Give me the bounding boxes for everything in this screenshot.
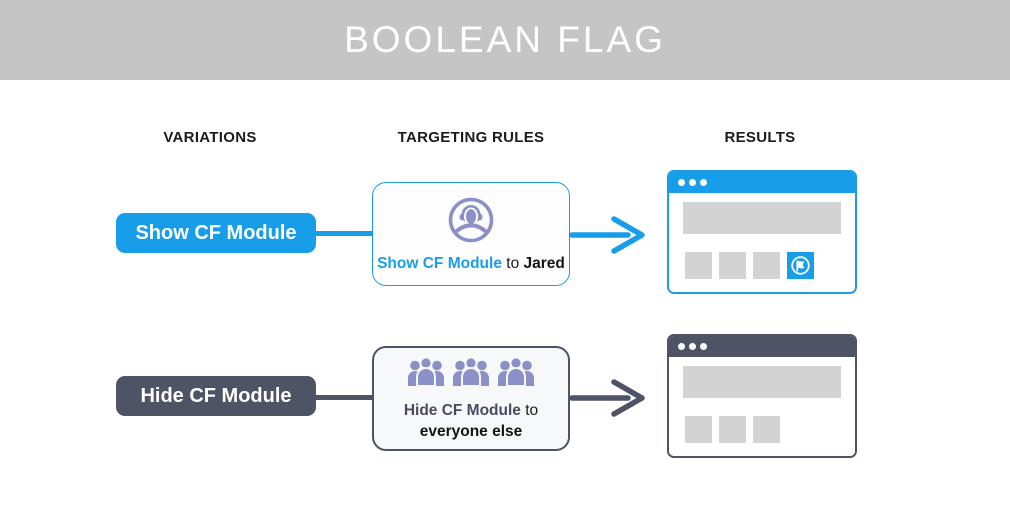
column-header-variations: VARIATIONS: [163, 129, 257, 146]
window-control-dot: [700, 179, 707, 186]
rule-flag-name: Show CF Module: [377, 254, 502, 272]
window-control-dot: [689, 179, 696, 186]
browser-titlebar: [669, 336, 855, 357]
rule-audience: Jared: [523, 254, 565, 272]
hide-cf-module-button: Hide CF Module: [116, 376, 316, 416]
rule-text: Show CF Module to Jared: [377, 253, 565, 274]
window-control-dot: [689, 343, 696, 350]
column-header-targeting-rules: TARGETING RULES: [397, 129, 545, 146]
placeholder-tile: [753, 252, 780, 279]
tile-row: [685, 252, 814, 279]
connector-line: [316, 395, 373, 400]
show-cf-module-button: Show CF Module: [116, 213, 316, 253]
rule-connector-word: to: [525, 402, 539, 419]
tile-row: [685, 416, 787, 443]
rule-connector-word: to: [506, 254, 520, 272]
placeholder-tile: [685, 416, 712, 443]
browser-titlebar: [669, 172, 855, 193]
right-arrow-icon: [570, 216, 645, 254]
placeholder-tile: [753, 416, 780, 443]
single-user-icon: [446, 195, 496, 245]
content-placeholder: [683, 202, 841, 234]
browser-window-show-result: [667, 170, 857, 294]
column-header-results: RESULTS: [724, 129, 796, 146]
right-arrow-icon: [570, 379, 645, 417]
browser-content: [669, 193, 855, 292]
targeting-rule-card-show: Show CF Module to Jared: [372, 182, 570, 286]
placeholder-tile: [719, 252, 746, 279]
browser-window-hide-result: [667, 334, 857, 458]
window-control-dot: [678, 343, 685, 350]
rule-text: Hide CF Module to everyone else: [404, 400, 538, 442]
content-placeholder: [683, 366, 841, 398]
crowd-icon: [405, 355, 537, 392]
cf-module-tile: [787, 252, 814, 279]
browser-content: [669, 357, 855, 456]
targeting-rule-card-hide: Hide CF Module to everyone else: [372, 346, 570, 451]
feature-flag-icon: [791, 256, 810, 275]
window-control-dot: [678, 179, 685, 186]
placeholder-tile: [685, 252, 712, 279]
rule-audience: everyone else: [419, 423, 523, 440]
connector-line: [316, 231, 373, 236]
window-control-dot: [700, 343, 707, 350]
rule-flag-name: Hide CF Module: [403, 402, 521, 419]
header-banner: BOOLEAN FLAG: [0, 0, 1010, 80]
page-title: BOOLEAN FLAG: [344, 19, 666, 60]
placeholder-tile: [719, 416, 746, 443]
